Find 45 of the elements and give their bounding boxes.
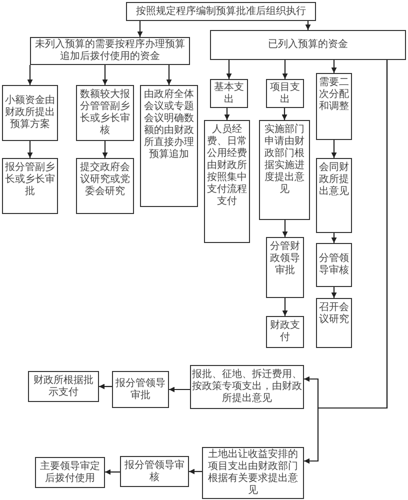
- process-box: 财政支付: [266, 316, 304, 348]
- arrow: [166, 65, 172, 85]
- process-box: 分管财政领导审批: [266, 237, 304, 298]
- arrow: [331, 60, 337, 73]
- process-box: 报分管领导审核: [120, 456, 189, 487]
- arrow: [99, 384, 112, 390]
- arrow: [282, 60, 288, 79]
- process-box: 报分管副乡长或乡长审批: [2, 158, 58, 214]
- arrow: [102, 65, 108, 85]
- process-box: 需要二次分配和调整: [316, 73, 352, 140]
- process-box: 数额较大报分管管副乡长或乡长审核: [76, 85, 134, 141]
- arrow: [331, 233, 337, 243]
- process-box: 主要领导审定后拨付使用: [35, 457, 105, 488]
- process-box: 召开会议研究: [316, 298, 352, 348]
- process-box: 土地出让收益安排的项目支出由财政部门根据有关要求提出意见: [202, 447, 304, 499]
- arrow: [282, 298, 288, 316]
- arrow: [331, 287, 337, 298]
- arrow: [189, 468, 202, 474]
- process-box: 已列入预算的资金: [210, 30, 406, 60]
- arrow: [102, 141, 108, 158]
- arrow: [282, 108, 288, 120]
- process-box: 财政所根据批示支付: [28, 371, 99, 402]
- arrow: [169, 386, 190, 392]
- process-box: 会同财政所提出意见: [316, 158, 352, 233]
- arrow: [282, 220, 288, 237]
- arrow: [331, 140, 337, 158]
- process-box: 实施部门申请由财政部门根据实施进度提出意见: [259, 120, 310, 220]
- process-box: 报分管领导审批: [112, 371, 169, 408]
- process-box: 按照规定程序编制预算批准后组织执行: [126, 2, 316, 21]
- process-box: 分管领导审核: [316, 243, 352, 287]
- process-box: 未列入预算的需要按程序办理预算追加后拨付使用的资金: [30, 37, 190, 65]
- process-box: 提交政府会议研究或党委会研究: [76, 158, 134, 214]
- arrow: [305, 21, 311, 30]
- arrow: [137, 21, 143, 37]
- arrow: [105, 469, 120, 475]
- arrow: [27, 141, 33, 158]
- process-box: 项目支出: [266, 79, 304, 108]
- process-box: 由政府全体会议或专题会议明确数额的由财政所直接办理预算追加: [140, 85, 198, 207]
- process-box: 人员经费、日常公用经费由财政所按照集中支付流程支付: [204, 120, 250, 243]
- process-box: 报批、征地、拆迁费用、按政策专项支出，由财政所提出意见: [190, 365, 304, 409]
- arrow: [27, 65, 33, 85]
- arrow: [224, 108, 230, 120]
- process-box: 小额资金由财政所提出预算方案: [2, 85, 58, 141]
- process-box: 基本支出: [210, 79, 248, 108]
- arrow: [226, 60, 232, 79]
